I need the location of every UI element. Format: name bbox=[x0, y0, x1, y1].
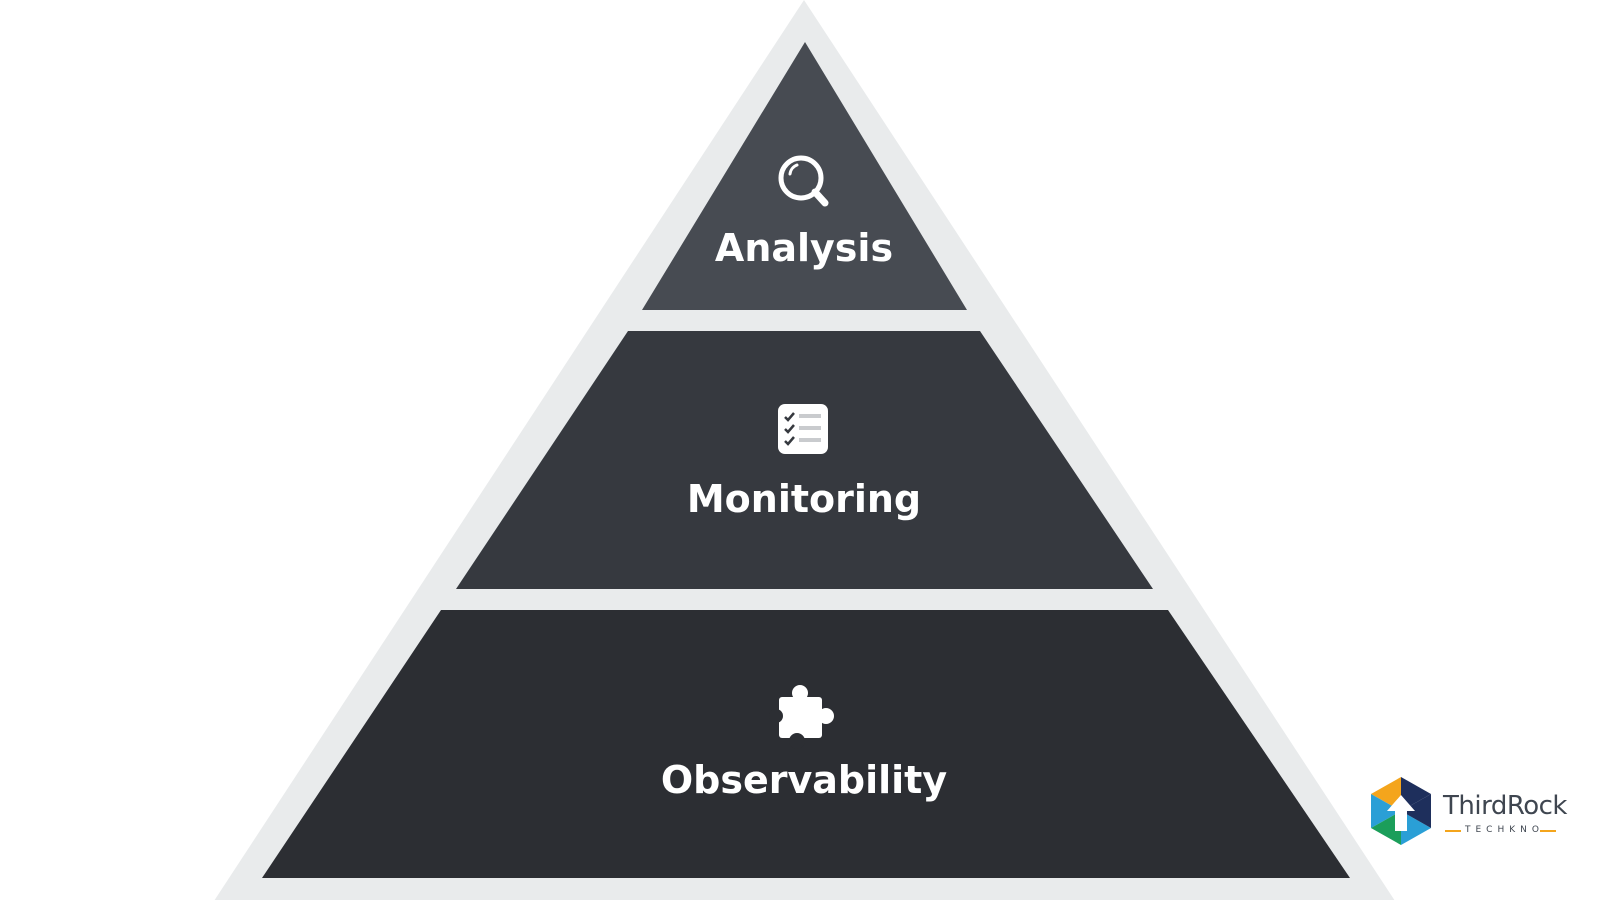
tier-monitoring bbox=[456, 331, 1153, 589]
logo-line-right bbox=[1540, 830, 1556, 832]
tier-analysis bbox=[642, 42, 967, 310]
thirdrock-hexagon-icon bbox=[1371, 777, 1431, 845]
logo-name: ThirdRock bbox=[1443, 791, 1567, 821]
logo-subtitle: TECHKNO bbox=[1465, 825, 1544, 835]
tier-label-observability: Observability bbox=[661, 758, 947, 802]
thirdrock-logo: ThirdRock TECHKNO bbox=[1365, 775, 1590, 855]
tier-observability bbox=[262, 610, 1350, 878]
puzzle-piece-icon bbox=[769, 685, 834, 749]
tier-label-analysis: Analysis bbox=[715, 226, 893, 270]
magnifier-icon bbox=[778, 155, 829, 207]
checklist-icon bbox=[778, 404, 828, 454]
tier-label-monitoring: Monitoring bbox=[687, 477, 921, 521]
logo-line-left bbox=[1445, 830, 1461, 832]
